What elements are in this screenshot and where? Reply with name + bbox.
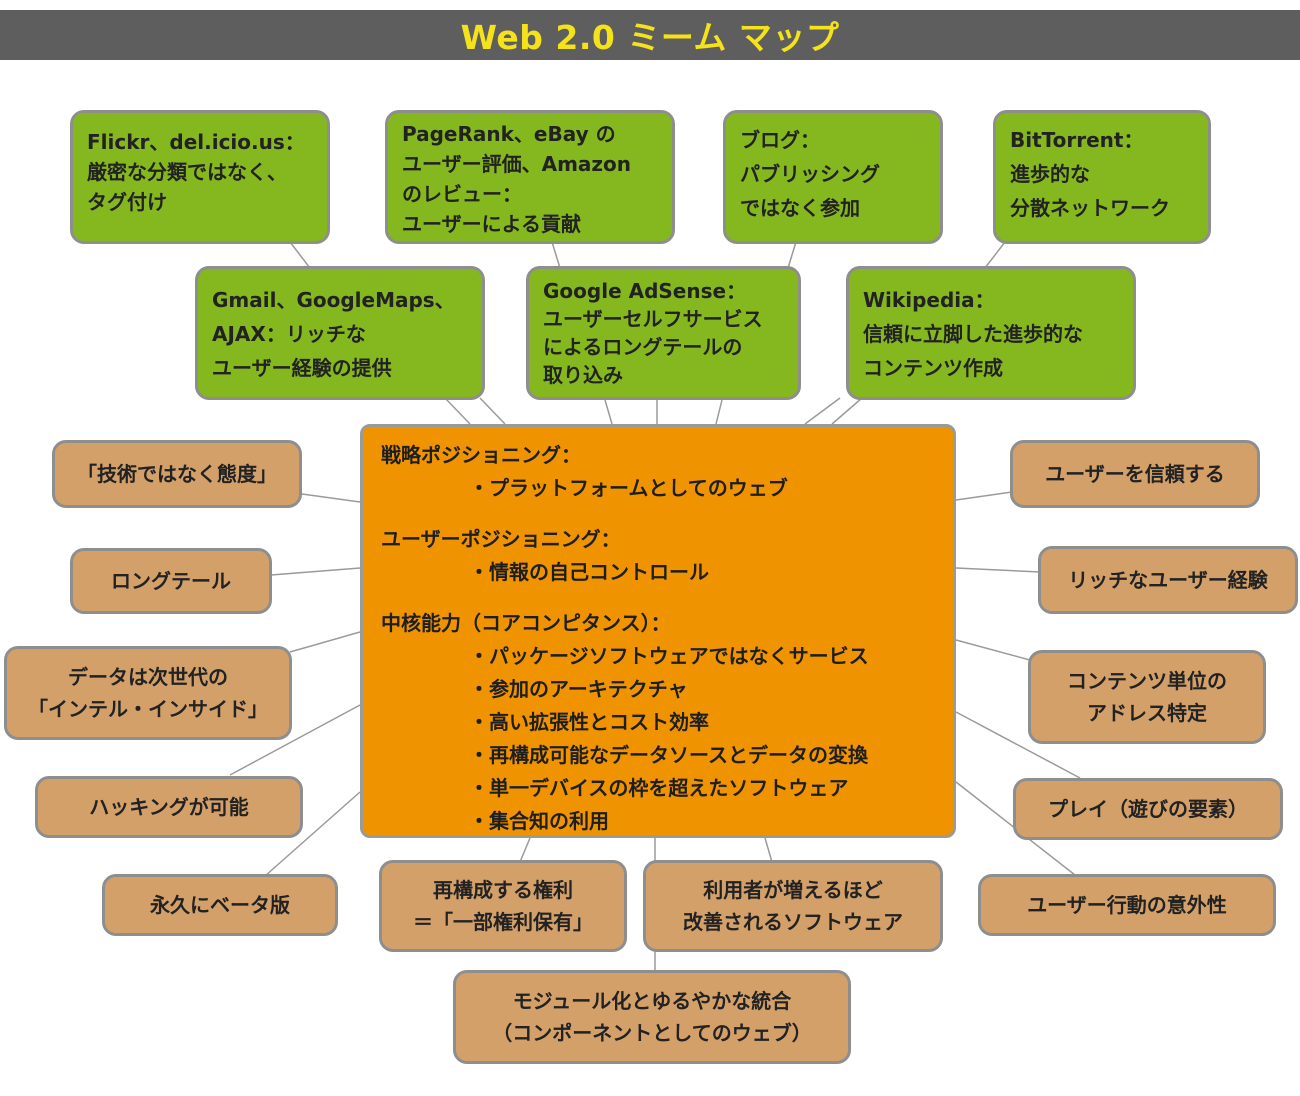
principle-node-modularity: モジュール化とゆるやかな統合 （コンポーネントとしてのウェブ） (453, 970, 851, 1064)
principle-node-long-tail: ロングテール (70, 548, 272, 614)
connector-line (831, 397, 863, 425)
principle-node-perpetual-beta: 永久にベータ版 (102, 874, 338, 936)
core-heading-strategy: 戦略ポジショニング： (381, 443, 581, 467)
core-heading-competencies: 中核能力（コアコンピタンス）： (381, 611, 671, 635)
core-item: ・プラットフォームとしてのウェブ (469, 476, 788, 500)
core-principles-box: 戦略ポジショニング： ・プラットフォームとしてのウェブ ユーザーポジショニング：… (360, 424, 956, 838)
principle-node-play: プレイ（遊びの要素） (1013, 778, 1283, 840)
core-item: ・情報の自己コントロール (469, 560, 709, 584)
connector-line (955, 639, 1031, 661)
connector-line (787, 241, 797, 269)
connector-line (955, 567, 1041, 573)
core-item: ・パッケージソフトウェアではなくサービス (469, 644, 869, 668)
connector-line (444, 397, 471, 425)
principle-node-trust-users: ユーザーを信頼する (1010, 440, 1260, 508)
connector-line (270, 567, 361, 576)
principle-node-right-to-remix: 再構成する権利 ＝「一部権利保有」 (379, 860, 627, 952)
connector-line (519, 837, 531, 863)
example-node-flickr: Flickr、del.icio.us： 厳密な分類ではなく、 タグ付け (70, 110, 330, 244)
core-item: ・集合知の利用 (469, 809, 609, 833)
core-item: ・単一デバイスの枠を超えたソフトウェア (469, 776, 849, 800)
connector-line (301, 493, 361, 503)
principle-node-granular-addressability: コンテンツ単位の アドレス特定 (1028, 650, 1266, 744)
principle-node-rich-experience: リッチなユーザー経験 (1038, 546, 1298, 614)
connector-line (289, 631, 361, 653)
connector-line (264, 791, 361, 877)
connector-line (551, 241, 561, 269)
core-item: ・高い拡張性とコスト効率 (469, 710, 709, 734)
connector-line (289, 241, 311, 269)
principle-node-attitude: 「技術ではなく態度」 (52, 440, 302, 508)
example-node-pagerank: PageRank、eBay の ユーザー評価、Amazon のレビュー： ユーザ… (385, 110, 675, 244)
core-item: ・参加のアーキテクチャ (469, 677, 688, 701)
example-node-adsense: Google AdSense： ユーザーセルフサービス によるロングテールの 取… (526, 266, 801, 400)
page-title: Web 2.0 ミーム マップ (0, 10, 1300, 60)
principle-node-data-intel-inside: データは次世代の 「インテル・インサイド」 (4, 646, 292, 740)
connector-line (764, 837, 773, 863)
connector-line (715, 399, 723, 425)
principle-node-better-with-users: 利用者が増えるほど 改善されるソフトウェア (643, 860, 943, 952)
connector-line (955, 491, 1013, 501)
principle-node-emergent-behavior: ユーザー行動の意外性 (978, 874, 1276, 936)
example-node-gmail: Gmail、GoogleMaps、 AJAX：リッチな ユーザー経験の提供 (195, 266, 485, 400)
core-item: ・再構成可能なデータソースとデータの変換 (469, 743, 868, 767)
example-node-bittorrent: BitTorrent： 進歩的な 分散ネットワーク (993, 110, 1211, 244)
connector-line (955, 711, 1081, 779)
connector-line (604, 399, 613, 425)
connector-line (229, 704, 361, 776)
connector-line (804, 397, 841, 425)
principle-node-hackable: ハッキングが可能 (35, 776, 303, 838)
example-node-wikipedia: Wikipedia： 信頼に立脚した進歩的な コンテンツ作成 (846, 266, 1136, 400)
example-node-blog: ブログ： パブリッシング ではなく参加 (723, 110, 943, 244)
connector-line (479, 397, 506, 425)
core-heading-user: ユーザーポジショニング： (381, 527, 621, 551)
connector-line (984, 241, 1006, 269)
